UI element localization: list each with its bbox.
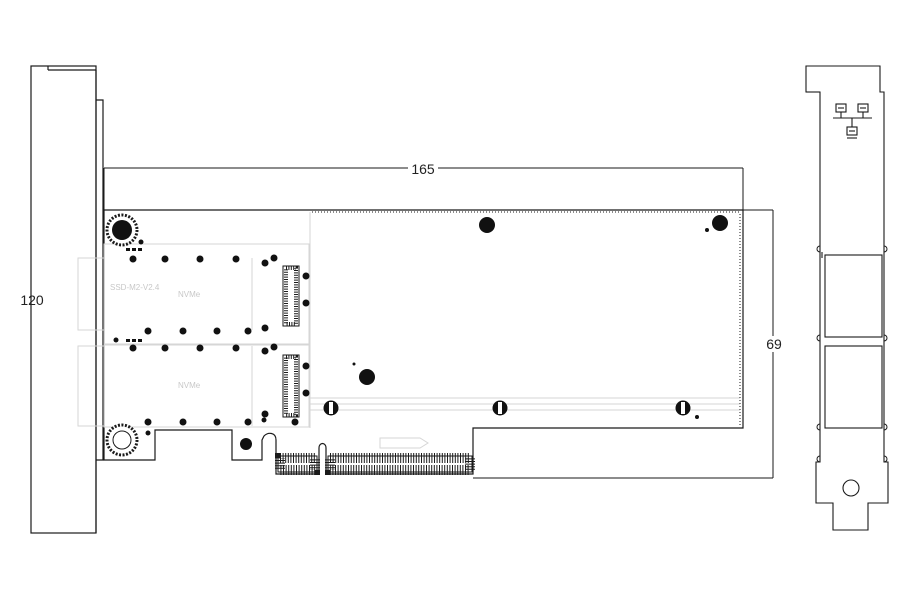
bracket-notches (816, 245, 888, 463)
screw-hole-icon (712, 215, 728, 231)
pcb-outline (103, 209, 744, 475)
mounting-holes (240, 215, 728, 450)
screw-hole-icon (323, 400, 339, 416)
capacitor-top (105, 213, 139, 247)
screw-hole-icon (240, 438, 252, 450)
depth-dimension (473, 209, 774, 479)
silkscreen-layer (77, 212, 740, 449)
board-model-text: SSD-M2-V2.4 (110, 283, 160, 292)
screw-hole-icon (479, 217, 495, 233)
side-profile (30, 65, 104, 534)
pcie-gold-finger-icon (275, 453, 475, 475)
slot1-label: NVMe (178, 290, 201, 299)
smd-pads (126, 248, 142, 342)
bracket-front-view (805, 65, 889, 531)
height-dimension-label: 120 (20, 292, 44, 308)
slot2-label: NVMe (178, 381, 201, 390)
screw-hole-icon (359, 369, 375, 385)
port-upper (824, 254, 883, 338)
depth-dimension-label: 69 (766, 336, 782, 352)
screw-hole-icon (675, 400, 691, 416)
network-icon (833, 103, 872, 139)
width-dimension-label: 165 (411, 161, 435, 177)
capacitor-bottom (105, 423, 139, 457)
screw-hole-icon (492, 400, 508, 416)
component-dots (113, 228, 709, 436)
m2-connector-top (282, 265, 300, 327)
bracket-hole (842, 479, 860, 497)
port-lower (824, 345, 883, 429)
m2-connector-bottom (282, 354, 300, 418)
